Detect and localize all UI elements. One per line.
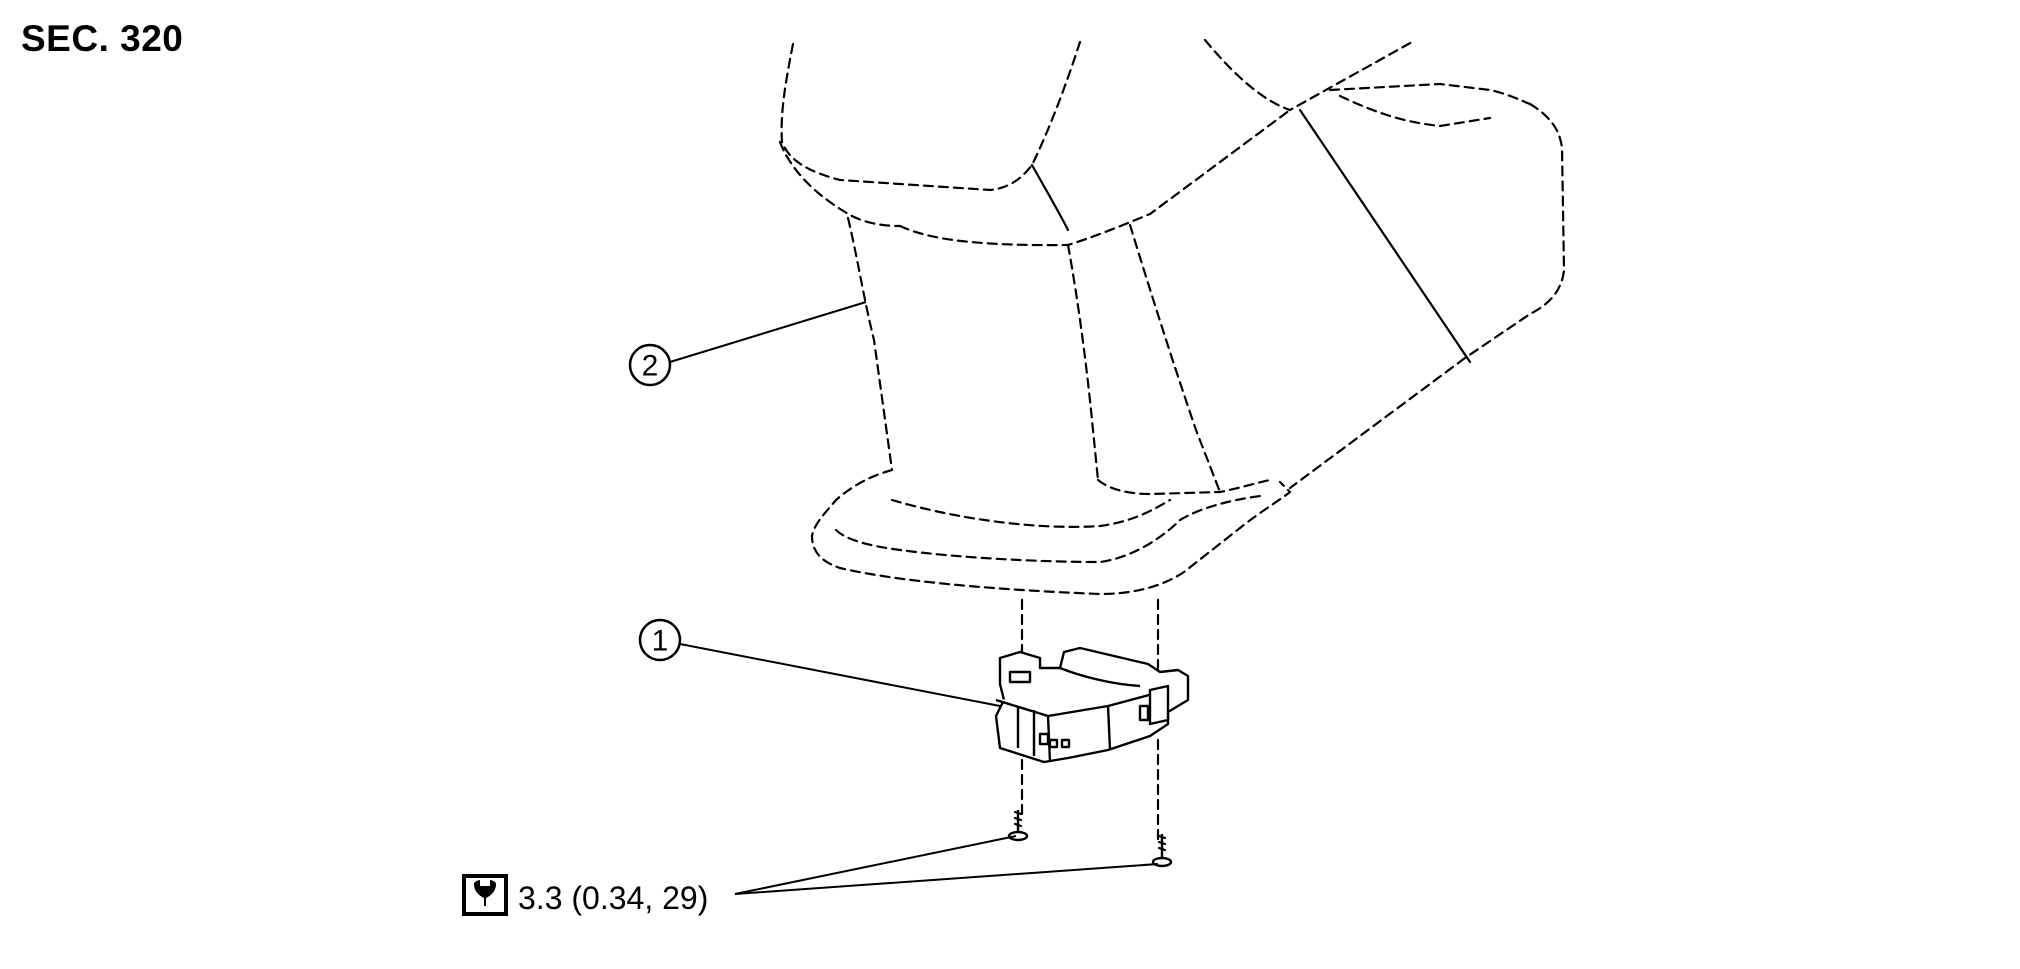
screw-right	[1151, 834, 1173, 868]
module-part	[994, 646, 1190, 764]
torque-spec: 3.3 (0.34, 29)	[462, 874, 708, 916]
leader-line-1	[679, 643, 1001, 707]
torque-wrench-icon	[462, 874, 508, 916]
section-code: SEC. 320	[21, 18, 184, 59]
callout-1-label: 1	[652, 625, 669, 658]
torque-value: 3.3 (0.34, 29)	[518, 880, 708, 916]
leader-line-2	[669, 301, 867, 363]
callout-2-label: 2	[642, 350, 659, 383]
callout-1: 1	[638, 618, 682, 662]
leader-line-torque-a	[734, 835, 1017, 895]
console-outline	[778, 38, 1566, 842]
leader-line-torque-b	[734, 863, 1159, 895]
screw-left	[1007, 810, 1029, 842]
callout-2: 2	[628, 343, 672, 387]
